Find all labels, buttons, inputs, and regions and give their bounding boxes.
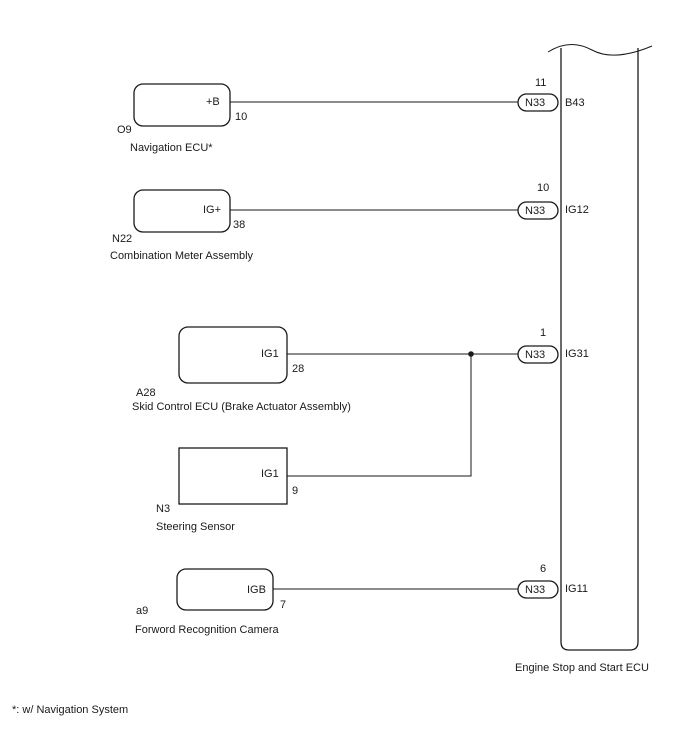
footnote: *: w/ Navigation System xyxy=(12,704,128,716)
connector-pin-1: 1 xyxy=(540,327,546,339)
ecu-outline xyxy=(560,48,639,651)
connector-n33-ig12 xyxy=(517,201,559,220)
navigation-ecu-terminal: +B xyxy=(206,96,220,108)
ecu-terminal-ig31: IG31 xyxy=(565,348,589,360)
skid-control-ecu-code: A28 xyxy=(136,387,156,399)
wire-steering-sensor xyxy=(287,354,472,477)
steering-sensor-name: Steering Sensor xyxy=(156,521,235,533)
forward-camera-code: a9 xyxy=(136,605,148,617)
connector-n33-b43 xyxy=(517,93,559,112)
navigation-ecu-pin: 10 xyxy=(235,111,247,123)
ecu-name: Engine Stop and Start ECU xyxy=(515,662,649,674)
forward-camera-terminal: IGB xyxy=(247,584,266,596)
skid-control-ecu-circuit: IG1 28 A28 Skid Control ECU (Brake Actua… xyxy=(132,326,589,413)
combination-meter-code: N22 xyxy=(112,233,132,245)
connector-pin-10: 10 xyxy=(537,182,549,194)
combination-meter-box xyxy=(133,189,231,233)
ecu-terminal-ig11: IG11 xyxy=(565,583,588,595)
ecu-terminal-ig12: IG12 xyxy=(565,204,589,216)
ecu-break-line xyxy=(547,44,653,56)
steering-sensor-terminal: IG1 xyxy=(261,468,279,480)
combination-meter-terminal: IG+ xyxy=(203,204,221,216)
connector-pin-6: 6 xyxy=(540,563,546,575)
ecu-terminal-b43: B43 xyxy=(565,97,585,109)
skid-control-ecu-pin: 28 xyxy=(292,363,304,375)
skid-control-ecu-name: Skid Control ECU (Brake Actuator Assembl… xyxy=(132,401,351,413)
connector-n33-ig31-label: N33 xyxy=(525,349,545,361)
navigation-ecu-code: O9 xyxy=(117,124,132,136)
steering-sensor-pin: 9 xyxy=(292,485,298,497)
forward-camera-name: Forword Recognition Camera xyxy=(135,624,280,636)
connector-pin-11: 11 xyxy=(535,77,546,89)
combination-meter-pin: 38 xyxy=(233,219,245,231)
connector-n33-ig11-label: N33 xyxy=(525,584,545,596)
connector-n33-ig12-label: N33 xyxy=(525,205,545,217)
navigation-ecu-box xyxy=(133,83,231,127)
forward-camera-circuit: IGB 7 a9 Forword Recognition Camera N33 … xyxy=(135,563,588,636)
connector-n33-b43-label: N33 xyxy=(525,97,545,109)
navigation-ecu-circuit: +B 10 O9 Navigation ECU* N33 11 B43 xyxy=(117,77,585,154)
steering-sensor-circuit: IG1 9 N3 Steering Sensor xyxy=(156,354,472,533)
steering-sensor-code: N3 xyxy=(156,503,170,515)
connector-n33-ig31 xyxy=(517,345,559,364)
combination-meter-name: Combination Meter Assembly xyxy=(110,250,254,262)
navigation-ecu-name: Navigation ECU* xyxy=(130,142,213,154)
combination-meter-circuit: IG+ 38 N22 Combination Meter Assembly N3… xyxy=(110,182,589,262)
connector-n33-ig11 xyxy=(517,580,559,599)
skid-control-ecu-terminal: IG1 xyxy=(261,348,279,360)
forward-camera-pin: 7 xyxy=(280,599,286,611)
steering-sensor-box xyxy=(178,447,288,505)
skid-control-ecu-box xyxy=(178,326,288,384)
engine-stop-start-ecu: Engine Stop and Start ECU xyxy=(515,44,653,674)
